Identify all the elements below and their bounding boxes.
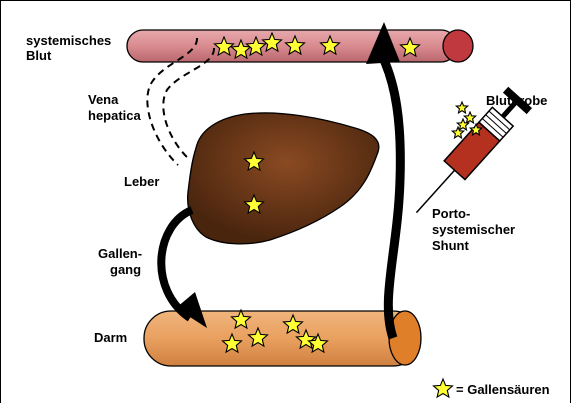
label-liver: Leber xyxy=(124,174,159,189)
bile-acid-star-icon xyxy=(434,379,453,397)
label-shunt-line2: systemischer xyxy=(432,222,515,237)
label-intestine: Darm xyxy=(94,330,127,345)
label-vena-hepatica-line1: Vena xyxy=(88,92,119,107)
legend: = Gallensäuren xyxy=(434,379,550,397)
portosystemic-shunt-arrow xyxy=(384,60,400,338)
label-shunt-line3: Shunt xyxy=(432,238,469,253)
label-blood-sample: Blutprobe xyxy=(486,93,547,108)
label-bile-duct-line2: gang xyxy=(110,262,141,277)
label-systemic-blood-line1: systemisches xyxy=(26,33,111,48)
liver-shape xyxy=(188,113,379,244)
label-shunt-line1: Porto- xyxy=(432,206,470,221)
bile-acid-star-icon xyxy=(456,102,467,113)
label-vena-hepatica-line2: hepatica xyxy=(88,108,142,123)
label-systemic-blood-line2: Blut xyxy=(26,48,52,63)
bile-acid-star-icon xyxy=(434,379,453,397)
label-bile-duct-line1: Gallen- xyxy=(98,246,142,261)
legend-label: = Gallensäuren xyxy=(456,382,550,397)
